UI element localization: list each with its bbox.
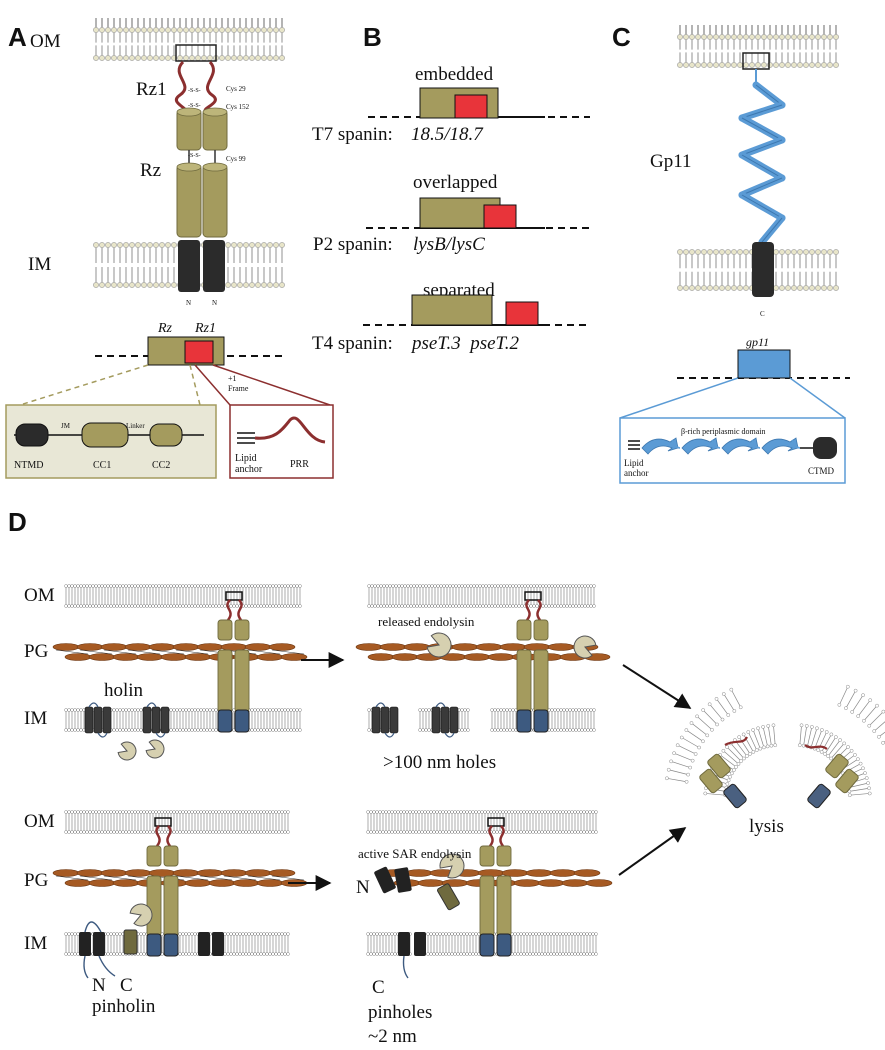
cc1-shape [81, 422, 129, 448]
label-n-2: N [212, 299, 217, 307]
prr-shape [254, 416, 326, 444]
rz-coils [176, 107, 228, 238]
membrane-om-c [677, 25, 839, 68]
disulfide-2: -S-S- [188, 103, 201, 109]
gene-t4-psetr2 [505, 301, 539, 326]
label-overlapped: overlapped [413, 172, 498, 193]
label-pg-d2: PG [24, 870, 49, 891]
gene-label-rz1: Rz1 [194, 321, 216, 336]
arrow-4 [618, 827, 687, 876]
label-om-d1: OM [24, 585, 55, 606]
label-released: released endolysin [378, 614, 475, 629]
rz1-domain-box [229, 404, 334, 479]
arrow-2 [622, 664, 692, 709]
scene-pinholin [52, 810, 308, 979]
gene-label-rz: Rz [157, 321, 173, 336]
zoom-line-c1 [619, 377, 739, 419]
label-cc2: CC2 [152, 460, 170, 471]
label-jm: JM [61, 422, 71, 430]
label-beta-domain: β-rich periplasmic domain [681, 427, 766, 436]
panel-label-c: C [612, 22, 631, 52]
scene-holes [355, 584, 611, 738]
label-pinholin: pinholin [92, 996, 156, 1017]
lipid-anchor-a [237, 432, 255, 444]
gene-t7-inner [454, 94, 488, 119]
label-cys152: Cys 152 [226, 103, 250, 111]
disulfide-1: -S-S- [188, 88, 201, 94]
gene-gp11-box [737, 349, 791, 379]
label-linker: Linker [126, 422, 145, 430]
label-im-d1: IM [24, 708, 47, 729]
label-cys99: Cys 99 [226, 155, 246, 163]
zoom-line-1 [19, 364, 149, 406]
beta-domain-flat [641, 437, 801, 455]
label-holin: holin [104, 680, 144, 701]
ctmd-shape [813, 437, 837, 459]
panel-label-a: A [8, 22, 27, 52]
membrane-om-a [93, 18, 285, 61]
label-n-1: N [186, 299, 191, 307]
label-pg-d1: PG [24, 641, 49, 662]
disulfide-3: -S-S- [188, 153, 201, 159]
gene-rz1-box [184, 340, 214, 364]
label-cc1: CC1 [93, 460, 111, 471]
panel-label-d: D [8, 507, 27, 537]
label-c-right: C [372, 977, 385, 998]
label-lysis: lysis [749, 816, 784, 837]
label-om-a: OM [30, 31, 61, 52]
label-im-a: IM [28, 254, 51, 275]
label-pinholes: pinholes~2 nm [368, 1002, 432, 1047]
gene-t4-psetr3 [411, 294, 493, 326]
rz-tmd [178, 240, 225, 292]
ntmd-shape [15, 423, 49, 447]
label-om-d2: OM [24, 811, 55, 832]
label-rz1: Rz1 [136, 79, 167, 100]
label-rz: Rz [140, 160, 161, 181]
label-t4: T4 spanin: [312, 333, 393, 354]
panel-label-b: B [363, 22, 382, 52]
zoom-line-2 [189, 364, 201, 406]
label-c-left: C [120, 975, 133, 996]
zoom-line-c2 [789, 377, 846, 419]
scene-lysis [665, 684, 885, 809]
label-gp11: Gp11 [650, 151, 692, 172]
label-p2: P2 spanin: [313, 234, 393, 255]
zoom-line-4 [212, 364, 331, 406]
label-n-right: N [356, 877, 370, 898]
gene-label-gp11: gp11 [746, 335, 769, 349]
label-ntmd: NTMD [14, 460, 43, 471]
gp11-ctmd [752, 242, 774, 297]
label-im-d2: IM [24, 933, 47, 954]
label-c-term: C [760, 310, 765, 318]
label-embedded: embedded [415, 64, 494, 85]
label-active-sar: active SAR endolysin [358, 846, 472, 861]
scene-holin [52, 584, 308, 761]
label-cys29: Cys 29 [226, 85, 246, 93]
gp11-beta-domain [738, 69, 786, 246]
zoom-line-3 [194, 364, 231, 406]
gene-p2-lysc [483, 204, 517, 229]
label-t4-genes: pseT.3 pseT.2 [410, 333, 519, 354]
cc2-shape [149, 423, 183, 447]
label-n-left: N [92, 975, 106, 996]
label-t7-genes: 18.5/18.7 [411, 124, 484, 145]
gp11-domain-box [619, 417, 846, 484]
label-holes: >100 nm holes [383, 752, 496, 773]
scene-pinholes [366, 810, 613, 979]
label-t7: T7 spanin: [312, 124, 393, 145]
label-prr: PRR [290, 459, 309, 470]
label-p2-genes: lysB/lysC [413, 234, 485, 255]
lipid-anchor-c [628, 440, 640, 450]
label-ctmd: CTMD [808, 466, 835, 476]
